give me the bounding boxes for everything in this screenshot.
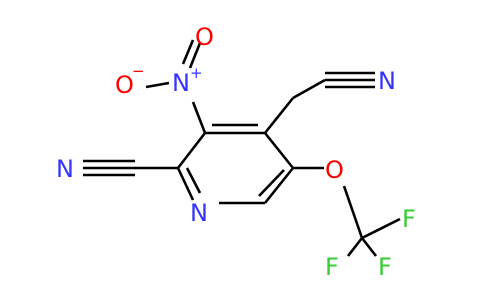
bond-c3-nitro-n <box>191 101 207 134</box>
nitro-n-label: N <box>172 69 190 97</box>
bond-nitro-n-o-top <box>188 42 202 69</box>
bond-c2-c3 <box>176 132 207 169</box>
bond-ch2-nitrile-c <box>292 78 326 100</box>
bond-c5-c6 <box>263 167 295 204</box>
f-top-label: F <box>402 205 416 233</box>
f-right-label: F <box>378 253 392 281</box>
bond-nitro-n-o-top-inner <box>181 39 195 65</box>
nitrile-n-left-label: N <box>56 155 74 183</box>
bond-ring-n-c2-inner <box>185 167 202 194</box>
bond-cf3-f-left <box>346 237 364 257</box>
bond-cf3-f-right <box>360 237 378 257</box>
f-left-label: F <box>325 253 339 281</box>
bond-cf3-f-top <box>361 217 401 240</box>
nitro-o-charge: − <box>132 62 145 80</box>
bond-c4-ch2 <box>263 97 295 134</box>
bond-c5-c6-inner <box>258 169 285 197</box>
bond-nitro-n-o-left <box>145 81 170 89</box>
ring-n-label: N <box>190 199 208 227</box>
ether-o-label: O <box>325 156 344 184</box>
bond-ether-o-cf3 <box>342 185 364 239</box>
bond-ring-n-c2 <box>176 167 195 201</box>
bond-c4-c5 <box>263 132 295 169</box>
nitro-n-charge: + <box>190 64 203 82</box>
nitro-o-left-label: O <box>115 71 134 99</box>
nitro-o-top-label: O <box>195 23 214 51</box>
nitrile-n-right-label: N <box>378 67 396 95</box>
